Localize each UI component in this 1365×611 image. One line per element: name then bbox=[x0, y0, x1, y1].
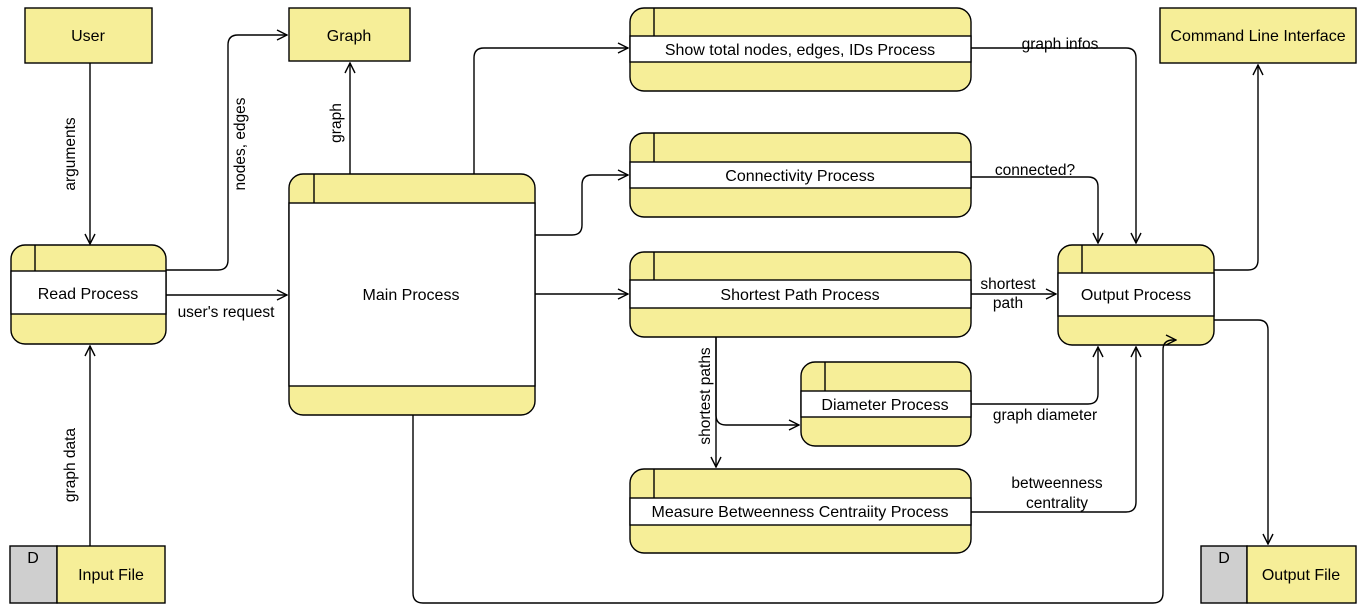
process-main-label: Main Process bbox=[363, 287, 460, 304]
process-connectivity-label: Connectivity Process bbox=[725, 168, 874, 185]
store-input-file-tag: D bbox=[27, 550, 39, 567]
flow-graph-label: graph bbox=[328, 103, 345, 143]
flow-graph-data-label: graph data bbox=[62, 428, 79, 502]
process-main[interactable]: Main Process bbox=[288, 173, 536, 416]
entity-cli-label: Command Line Interface bbox=[1170, 28, 1345, 45]
flow-graph-infos bbox=[971, 47, 1136, 243]
entity-user-label: User bbox=[71, 28, 105, 45]
process-output-label: Output Process bbox=[1081, 287, 1191, 304]
flow-output-to-cli bbox=[1214, 65, 1258, 271]
flow-shortest-path-label-1: shortest bbox=[980, 276, 1036, 293]
store-output-file[interactable]: D Output File bbox=[1200, 545, 1357, 604]
flow-nodes-edges bbox=[166, 35, 287, 271]
process-read[interactable]: Read Process bbox=[10, 244, 167, 345]
flow-connected-label: connected? bbox=[995, 162, 1076, 179]
flow-main-to-connectivity bbox=[535, 175, 628, 236]
store-output-file-label: Output File bbox=[1262, 567, 1340, 584]
process-read-label: Read Process bbox=[38, 286, 139, 303]
flow-connected bbox=[971, 176, 1098, 243]
flow-graph-diameter bbox=[971, 347, 1098, 405]
store-input-file[interactable]: D Input File bbox=[9, 545, 166, 604]
flow-betweenness-label-2: centrality bbox=[1026, 495, 1088, 512]
process-diameter[interactable]: Diameter Process bbox=[800, 361, 972, 447]
store-input-file-label: Input File bbox=[78, 567, 144, 584]
entity-user[interactable]: User bbox=[24, 7, 153, 64]
process-show-total-label: Show total nodes, edges, IDs Process bbox=[665, 42, 935, 59]
process-output[interactable]: Output Process bbox=[1057, 244, 1215, 346]
entity-command-line-interface[interactable]: Command Line Interface bbox=[1159, 7, 1357, 64]
flow-shortest-to-diameter bbox=[715, 337, 799, 425]
process-show-total[interactable]: Show total nodes, edges, IDs Process bbox=[629, 7, 972, 92]
flow-main-to-show-total bbox=[473, 48, 628, 174]
store-output-file-tag: D bbox=[1218, 550, 1230, 567]
flow-graph-diameter-label: graph diameter bbox=[993, 407, 1097, 424]
entity-graph[interactable]: Graph bbox=[288, 7, 411, 62]
process-betweenness[interactable]: Measure Betweenness Centraiity Process bbox=[629, 468, 972, 554]
flow-betweenness bbox=[971, 347, 1136, 513]
entity-graph-label: Graph bbox=[327, 28, 371, 45]
flow-arguments-label: arguments bbox=[62, 117, 79, 190]
process-shortest-path[interactable]: Shortest Path Process bbox=[629, 251, 972, 338]
process-betweenness-label: Measure Betweenness Centraiity Process bbox=[651, 504, 948, 521]
flow-output-to-file bbox=[1214, 319, 1268, 544]
flow-users-request-label: user's request bbox=[178, 304, 276, 321]
process-diameter-label: Diameter Process bbox=[821, 397, 948, 414]
flow-shortest-paths-label: shortest paths bbox=[697, 347, 714, 445]
flow-graph-infos-label: graph infos bbox=[1022, 36, 1099, 53]
process-shortest-path-label: Shortest Path Process bbox=[720, 287, 879, 304]
flow-main-to-output bbox=[412, 340, 1176, 604]
flow-betweenness-label-1: betweenness bbox=[1011, 475, 1103, 492]
process-connectivity[interactable]: Connectivity Process bbox=[629, 132, 972, 218]
flow-shortest-path-label-2: path bbox=[993, 295, 1023, 312]
flow-nodes-edges-label: nodes, edges bbox=[232, 97, 249, 190]
